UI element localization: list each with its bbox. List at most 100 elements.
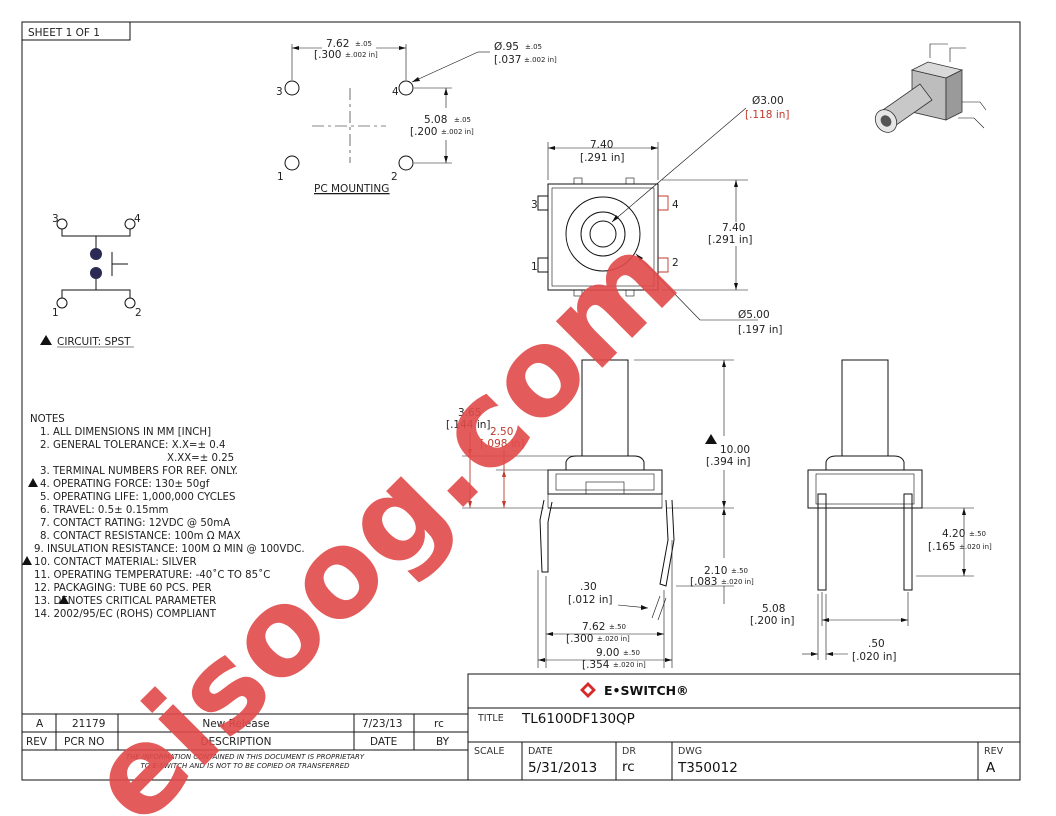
pitch-y-tol: ±.05 <box>454 116 471 124</box>
hole-dia-in-tol: ±.002 in] <box>524 56 557 64</box>
side-lead-in-tol: ±.020 in] <box>721 578 754 586</box>
part-number-title: TL6100DF130QP <box>521 711 635 727</box>
end-lead-mm: 4.20 <box>942 528 965 540</box>
circuit-top-wire <box>61 229 131 237</box>
end-pitch-mm: 5.08 <box>762 603 785 615</box>
by-header: BY <box>436 736 450 748</box>
circuit-terminal-2 <box>124 297 136 309</box>
render-lead <box>958 117 985 129</box>
end-pitch-in: [.200 in] <box>750 615 794 627</box>
critical-triangle-icon <box>28 478 38 487</box>
circuit-contact-bottom <box>90 267 102 279</box>
end-body-inner <box>815 473 915 505</box>
mount-hole-4 <box>398 80 414 96</box>
note-item: 7. CONTACT RATING: 12VDC @ 50mA <box>40 518 230 529</box>
end-width-mm: .50 <box>868 638 885 650</box>
side-view: 10.00 [.394 in] 2.10 ±.50 [.083 ±.020 in… <box>446 359 754 671</box>
pitch-y-in: [.200 <box>410 126 437 138</box>
dim-arrow <box>612 215 619 222</box>
dwg-label: DWG <box>678 746 702 757</box>
circuit-pin-4: 4 <box>134 213 141 225</box>
pc-mounting-view: 3 4 1 2 7.62 ±.05 [.300 ±.002 in] Ø.95 ±… <box>276 38 557 195</box>
switch-body-outline <box>547 183 659 291</box>
critical-triangle-icon <box>59 595 69 604</box>
rev-label: REV <box>984 746 1004 757</box>
date-label: DATE <box>528 746 553 757</box>
dim-arrow <box>292 46 299 50</box>
side-height-in: [.394 in] <box>706 456 750 468</box>
top-pin-4: 4 <box>672 199 679 211</box>
terminal-1 <box>537 257 548 273</box>
pitch-y-in-tol: ±.002 in] <box>441 128 474 136</box>
top-pin-3: 3 <box>531 199 538 211</box>
title-label: TITLE <box>477 713 504 724</box>
note-item: 10. CONTACT MATERIAL: SILVER <box>34 557 197 568</box>
drawing-date: 5/31/2013 <box>528 760 597 776</box>
render-lead <box>949 47 966 62</box>
hole-dia-in: [.037 <box>494 54 521 66</box>
pitch-x-in-tol: ±.002 in] <box>345 51 378 59</box>
end-lead-tol: ±.50 <box>969 530 986 538</box>
cap-leader <box>635 253 701 321</box>
revision-table: A 21179 New Release 7/23/13 rc REV PCR N… <box>22 713 468 770</box>
side-left-lead <box>539 499 553 573</box>
note-item: 13. DENOTES CRITICAL PARAMETER <box>34 596 216 607</box>
circuit-diagram: 3 4 1 2 CIRCUIT: SPST <box>40 213 142 348</box>
end-left-lead <box>817 493 827 591</box>
drawn-by: rc <box>622 759 635 775</box>
side-lead-tol: ±.50 <box>731 567 748 575</box>
circuit-bottom-wire <box>61 289 131 298</box>
proprietary-notice-1: THE INFORMATION CONTAINED IN THIS DOCUME… <box>126 753 365 761</box>
end-lead-in: [.165 <box>928 541 955 553</box>
dim-arrow <box>399 46 406 50</box>
side-span-in: [.300 <box>566 633 593 645</box>
circuit-contact-top <box>90 248 102 260</box>
side-height-mm: 10.00 <box>720 444 750 456</box>
top-view: 3 1 4 2 7.40 [.291 in] 7.40 [.291 in] Ø3… <box>531 95 789 336</box>
dim-arrow <box>722 501 726 508</box>
circuit-label: CIRCUIT: SPST <box>57 336 131 348</box>
end-lead-in-tol: ±.020 in] <box>959 543 992 551</box>
side-span-tol: ±.50 <box>609 623 626 631</box>
note-item: 5. OPERATING LIFE: 1,000,000 CYCLES <box>40 492 235 503</box>
end-view: 4.20 ±.50 [.165 ±.020 in] 5.08 [.200 in]… <box>750 359 992 663</box>
by-cell: rc <box>434 718 444 730</box>
note-item: 4. OPERATING FORCE: 130± 50gf <box>40 479 210 490</box>
end-right-lead <box>903 493 913 591</box>
dim-arrow <box>636 254 643 261</box>
pc-mounting-title: PC MOUNTING <box>314 183 389 195</box>
circuit-pin-3: 3 <box>52 213 59 225</box>
end-cap <box>825 455 905 471</box>
top-pin-2: 2 <box>672 257 679 269</box>
critical-triangle-icon <box>22 556 32 565</box>
dim-arrow <box>734 283 738 290</box>
top-height-in: [.291 in] <box>708 234 752 246</box>
body-tab <box>573 289 583 297</box>
side-body-inner <box>555 473 655 491</box>
dim-arrow <box>962 508 966 515</box>
dim-arrow <box>548 146 555 150</box>
dim-arrow <box>665 658 672 662</box>
note-item: 9. INSULATION RESISTANCE: 100M Ω MIN @ 1… <box>34 544 305 555</box>
pitch-x-mm: 7.62 <box>326 38 349 50</box>
side-thick-mm: .30 <box>580 581 597 593</box>
dim-arrow <box>826 652 833 656</box>
rev-header: REV <box>26 736 48 748</box>
note-item: X.XX=± 0.25 <box>167 453 234 464</box>
critical-triangle-icon <box>40 335 52 345</box>
dim-arrow <box>444 88 448 95</box>
top-width-in: [.291 in] <box>580 152 624 164</box>
end-stem <box>841 359 889 457</box>
side-b-in: [.098 in] <box>480 438 524 450</box>
pitch-x-tol: ±.05 <box>355 40 372 48</box>
dim-arrow <box>901 618 908 622</box>
end-body <box>807 469 923 509</box>
thick-mark <box>651 595 661 619</box>
note-item: 6. TRAVEL: 0.5± 0.15mm <box>40 505 168 516</box>
notes-block: NOTES 1. ALL DIMENSIONS IN MM [INCH] 2. … <box>22 414 305 620</box>
side-a-mm: 3.65 <box>458 407 481 419</box>
dim-arrow <box>468 449 472 456</box>
side-lead-in: [.083 <box>690 576 717 588</box>
note-item: 12. PACKAGING: TUBE 60 PCS. PER <box>34 583 212 594</box>
side-a-in: [.144 in] <box>446 419 490 431</box>
